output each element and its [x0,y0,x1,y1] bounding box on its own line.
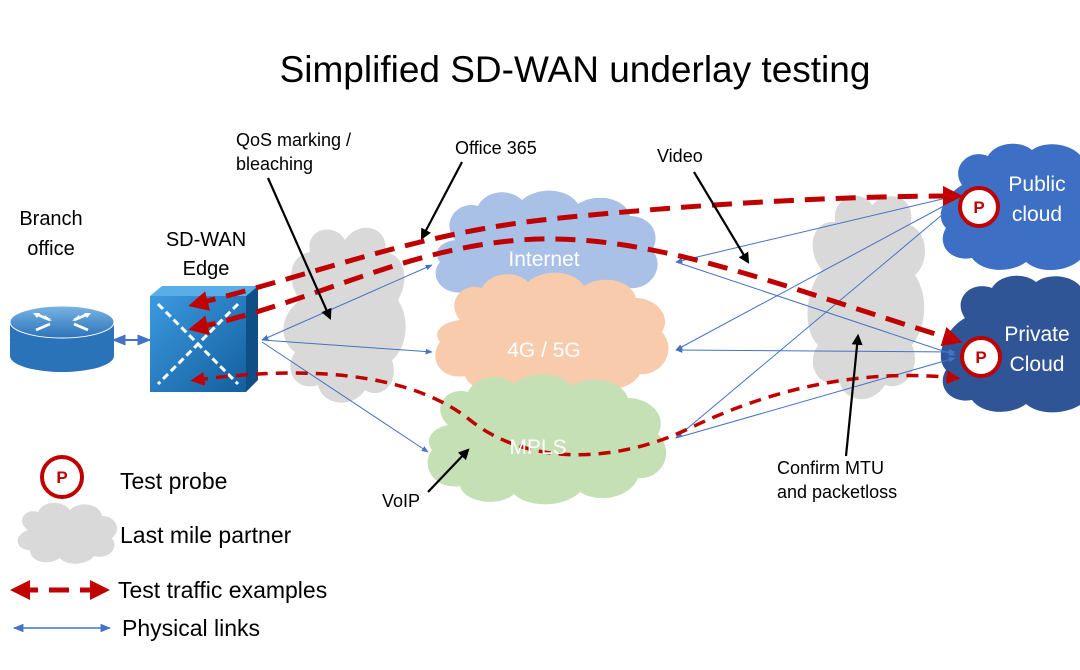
sdwan-edge-label-line1: SD-WAN [166,229,246,251]
legend-physical-label: Physical links [122,615,260,641]
test-traffic-video [188,236,963,347]
cellular-cloud [435,272,669,393]
legend-partner-label: Last mile partner [120,522,292,548]
legend-probe-letter: P [56,468,67,487]
office365-pointer [420,161,463,240]
mtu-pointer [844,333,863,457]
legend: P Test probe Last mile partner Test traf… [10,455,327,641]
test-traffic-paths [188,186,963,457]
public-cloud-probe-icon: P [958,186,1000,228]
legend-probe-icon: P [40,455,84,499]
cellular-label: 4G / 5G [507,339,581,362]
private-cloud-label-line1: Private [1004,323,1069,346]
test-traffic-voip [190,370,961,457]
internet-label: Internet [508,248,579,271]
voip-pointer [427,448,470,493]
qos-label-line2: bleaching [236,154,313,174]
legend-partner-cloud-icon [17,502,117,564]
video-pointer [693,171,750,264]
branch-router-icon [9,305,115,372]
private-cloud-probe-letter: P [975,348,986,367]
branch-office-label-line2: office [27,238,74,260]
office365-label: Office 365 [455,138,537,158]
public-cloud-label-line2: cloud [1012,203,1062,226]
mpls-label: MPLS [509,436,566,459]
qos-pointer [266,177,332,321]
physical-link-edge-mpls [261,341,429,453]
diagram-title: Simplified SD-WAN underlay testing [280,49,871,90]
mpls-cloud [427,374,667,505]
annotation-pointers [266,161,863,493]
public-cloud-shape [940,143,1080,271]
mtu-label-line1: Confirm MTU [777,458,884,478]
public-cloud-probe-letter: P [973,198,984,217]
branch-office-label-line1: Branch [19,208,82,230]
sdwan-edge-label-line2: Edge [183,258,230,280]
video-label: Video [657,146,703,166]
test-traffic-office365 [188,186,963,311]
private-cloud-label-line2: Cloud [1010,353,1065,376]
legend-traffic-label: Test traffic examples [118,577,327,603]
voip-label: VoIP [382,491,420,511]
qos-label-line1: QoS marking / [236,130,351,150]
public-cloud-label-line1: Public [1008,173,1065,196]
private-cloud-shape [940,275,1080,413]
legend-probe-label: Test probe [120,468,227,494]
private-cloud-probe-icon: P [960,336,1002,378]
mtu-label-line2: and packetloss [777,482,897,502]
